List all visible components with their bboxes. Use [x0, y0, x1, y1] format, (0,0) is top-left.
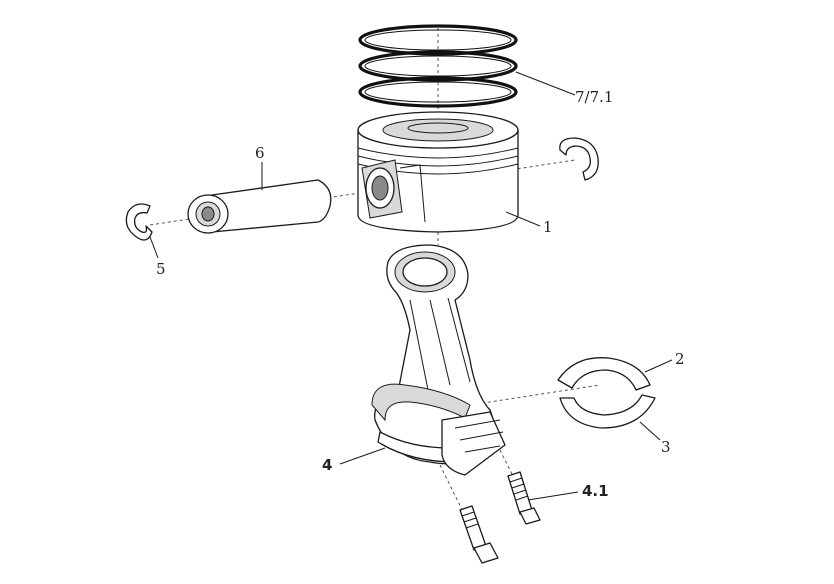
- label-bearing-upper: 2: [675, 350, 685, 368]
- label-rings: 7/7.1: [575, 88, 613, 106]
- piston-rings: [358, 24, 518, 108]
- circlip-left: [125, 203, 153, 241]
- piston-pin: [187, 179, 332, 234]
- label-rod: 4: [322, 456, 332, 474]
- label-piston: 1: [543, 218, 553, 236]
- label-circlip: 5: [156, 260, 166, 278]
- assembly-axes: [149, 28, 601, 531]
- piston: [357, 111, 519, 233]
- circlip-right: [559, 137, 599, 181]
- bearing-shells: [557, 357, 656, 429]
- label-bearing-lower: 3: [661, 438, 671, 456]
- connecting-rod: [371, 244, 506, 476]
- label-bolt: 4.1: [582, 482, 609, 500]
- leader-lines: [149, 71, 673, 501]
- rod-bolts: [459, 471, 541, 564]
- label-pin: 6: [255, 144, 265, 162]
- callout-labels: 7/7.1 6 1 5 2 3 4 4.1: [156, 88, 685, 500]
